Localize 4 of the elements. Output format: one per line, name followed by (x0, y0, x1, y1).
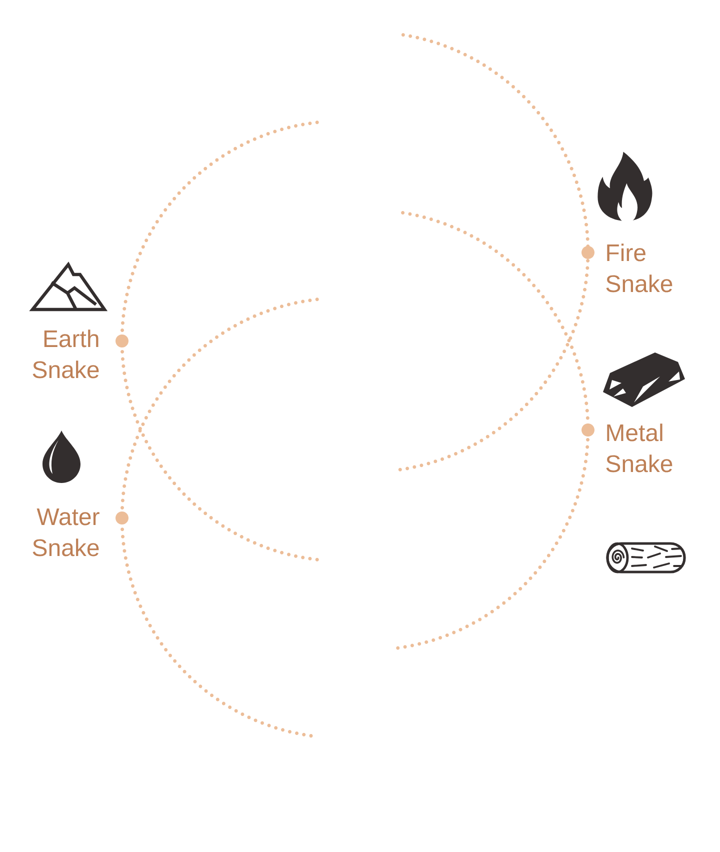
label-text: Metal Snake (606, 424, 672, 472)
label-text: Fire Snake (606, 244, 672, 292)
label-text: Earth Snake (32, 330, 99, 378)
label-text: Water Snake (32, 508, 100, 556)
